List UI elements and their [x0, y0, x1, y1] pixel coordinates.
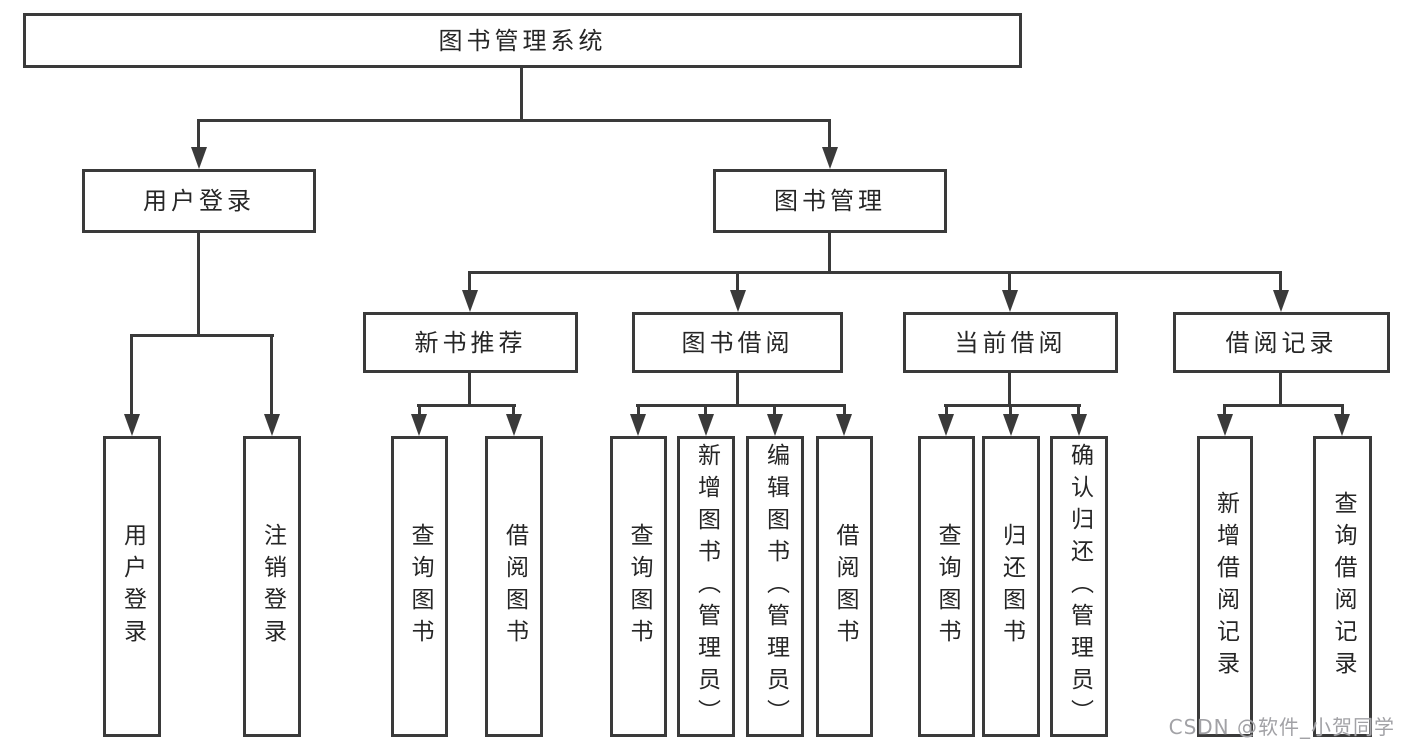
leaf-query-books-borrow: 查询图书 [610, 436, 667, 737]
arrowhead-down-icon [191, 147, 207, 169]
arrowhead-down-icon [938, 414, 954, 436]
node-label: 查询借阅记录 [1330, 490, 1356, 683]
arrowhead-down-icon [506, 414, 522, 436]
connector-stub [512, 405, 515, 414]
connector-borrow-drop [736, 373, 739, 405]
node-label: 图书管理 [774, 187, 886, 215]
node-label: 编辑图书（管理员） [762, 442, 789, 731]
leaf-query-books-current: 查询图书 [918, 436, 975, 737]
arrowhead-down-icon [730, 290, 746, 312]
arrowhead-down-icon [1071, 414, 1087, 436]
connector-stub [773, 405, 776, 414]
connector-to-leaf-user-login [130, 335, 133, 414]
node-label: 当前借阅 [954, 328, 1067, 357]
leaf-user-login: 用户登录 [103, 436, 161, 737]
connector-stub [843, 405, 846, 414]
node-label: 用户登录 [119, 522, 146, 651]
leaf-borrow-books: 借阅图书 [816, 436, 873, 737]
arrowhead-down-icon [836, 414, 852, 436]
connector-stub [1223, 405, 1226, 414]
arrowhead-down-icon [767, 414, 783, 436]
connector-stub [637, 405, 640, 414]
leaf-add-books-admin: 新增图书（管理员） [677, 436, 735, 737]
connector-stub [1077, 405, 1080, 414]
node-label: 借阅记录 [1225, 328, 1338, 357]
arrowhead-down-icon [124, 414, 140, 436]
node-borrow-records: 借阅记录 [1173, 312, 1390, 373]
arrowhead-down-icon [1334, 414, 1350, 436]
arrowhead-down-icon [1217, 414, 1233, 436]
node-user-login: 用户登录 [82, 169, 316, 233]
connector-level1-branch [197, 119, 831, 122]
connector-user-login-branch [130, 334, 274, 337]
node-label: 查询图书 [934, 522, 960, 651]
leaf-query-books-recommend: 查询图书 [391, 436, 448, 737]
connector-recommend-drop [468, 373, 471, 405]
connector-borrow-branch [636, 404, 846, 407]
leaf-return-books: 归还图书 [982, 436, 1040, 737]
connector-stub [418, 405, 421, 414]
connector-records-branch [1223, 404, 1344, 407]
arrowhead-down-icon [264, 414, 280, 436]
connector-stub [1341, 405, 1344, 414]
connector-level2-branch [468, 271, 1282, 274]
connector-to-book-management [828, 120, 831, 147]
arrowhead-down-icon [411, 414, 427, 436]
arrowhead-down-icon [698, 414, 714, 436]
connector-to-new-book-recommend [468, 272, 471, 290]
arrowhead-down-icon [822, 147, 838, 169]
connector-recommend-branch [417, 404, 516, 407]
leaf-edit-books-admin: 编辑图书（管理员） [746, 436, 804, 737]
node-label: 用户登录 [143, 187, 255, 215]
node-label: 新书推荐 [414, 328, 527, 357]
node-label: 新增图书（管理员） [693, 442, 720, 731]
arrowhead-down-icon [1003, 414, 1019, 436]
leaf-borrow-books-recommend: 借阅图书 [485, 436, 543, 737]
connector-to-user-login [197, 120, 200, 147]
connector-stub [704, 405, 707, 414]
connector-stub [945, 405, 948, 414]
arrowhead-down-icon [1002, 290, 1018, 312]
node-label: 图书借阅 [681, 328, 794, 357]
arrowhead-down-icon [462, 290, 478, 312]
node-label: 确认归还（管理员） [1066, 442, 1093, 731]
connector-user-login-drop [197, 233, 200, 335]
connector-to-borrow-records [1279, 272, 1282, 290]
node-label: 图书管理系统 [438, 26, 607, 55]
node-book-borrow: 图书借阅 [632, 312, 843, 373]
leaf-logout: 注销登录 [243, 436, 301, 737]
node-current-borrow: 当前借阅 [903, 312, 1118, 373]
csdn-watermark: CSDN @软件_小贺同学 [1168, 715, 1395, 739]
node-label: 查询图书 [626, 522, 652, 651]
connector-current-branch [944, 404, 1081, 407]
connector-records-drop [1279, 373, 1282, 405]
node-label: 归还图书 [998, 522, 1025, 651]
node-label: 借阅图书 [832, 522, 858, 651]
connector-stub [1009, 405, 1012, 414]
connector-current-drop [1008, 373, 1011, 405]
node-library-management-system: 图书管理系统 [23, 13, 1022, 68]
node-label: 新增借阅记录 [1212, 490, 1239, 683]
connector-to-current-borrow [1008, 272, 1011, 290]
arrowhead-down-icon [630, 414, 646, 436]
leaf-query-borrow-record: 查询借阅记录 [1313, 436, 1372, 737]
node-label: 查询图书 [407, 522, 433, 651]
node-new-book-recommend: 新书推荐 [363, 312, 578, 373]
leaf-add-borrow-record: 新增借阅记录 [1197, 436, 1253, 737]
arrowhead-down-icon [1273, 290, 1289, 312]
leaf-confirm-return-admin: 确认归还（管理员） [1050, 436, 1108, 737]
node-label: 注销登录 [259, 522, 286, 651]
connector-root-drop [520, 68, 523, 120]
connector-to-book-borrow [736, 272, 739, 290]
node-book-management: 图书管理 [713, 169, 947, 233]
node-label: 借阅图书 [501, 522, 528, 651]
connector-book-mgmt-drop [828, 233, 831, 272]
connector-to-leaf-logout [270, 335, 273, 414]
